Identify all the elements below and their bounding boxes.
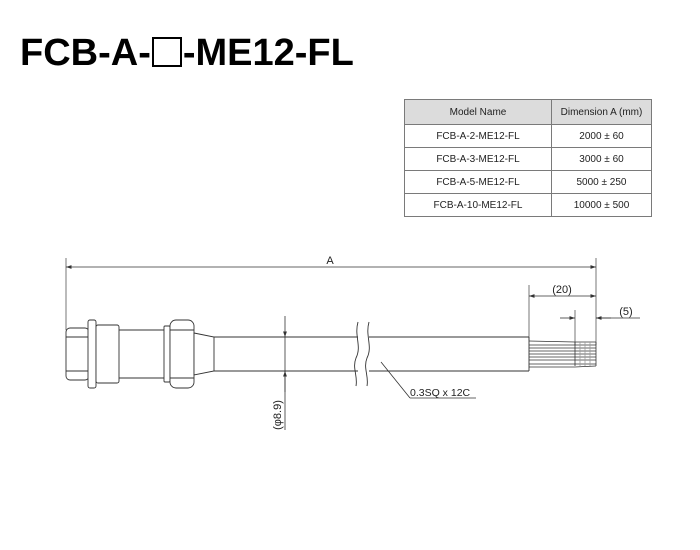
table-row: FCB-A-3-ME12-FL 3000 ± 60: [404, 147, 652, 171]
title-prefix: FCB-A-: [20, 32, 151, 74]
cable-spec-label: 0.3SQ x 12C: [410, 387, 471, 399]
cable-spec-callout: 0.3SQ x 12C: [380, 361, 476, 399]
diameter-dimension: (φ8.9): [272, 316, 287, 430]
cell-dimension: 2000 ± 60: [551, 124, 652, 148]
title-placeholder-box: [151, 37, 182, 67]
cell-dimension: 3000 ± 60: [551, 147, 652, 171]
header-dimension-a: Dimension A (mm): [551, 99, 652, 125]
table-row: FCB-A-2-ME12-FL 2000 ± 60: [404, 124, 652, 148]
dimension-5: (5): [560, 306, 640, 345]
page-title: FCB-A- -ME12-FL: [20, 28, 354, 78]
cell-model: FCB-A-10-ME12-FL: [404, 193, 552, 217]
cell-model: FCB-A-3-ME12-FL: [404, 147, 552, 171]
diameter-label: (φ8.9): [272, 400, 284, 430]
stripped-wires: [528, 340, 597, 368]
table-row: FCB-A-10-ME12-FL 10000 ± 500: [404, 193, 652, 217]
model-dimension-table: Model Name Dimension A (mm) FCB-A-2-ME12…: [404, 99, 652, 217]
cable-sheath: [214, 336, 530, 372]
cable-break-symbol: [354, 321, 370, 387]
dimension-a: A: [65, 255, 597, 345]
cell-model: FCB-A-2-ME12-FL: [404, 124, 552, 148]
dimension-20: (20): [528, 284, 596, 340]
dimension-20-label: (20): [552, 284, 572, 296]
connector-body: [65, 319, 215, 389]
title-suffix: -ME12-FL: [182, 32, 354, 74]
cell-model: FCB-A-5-ME12-FL: [404, 170, 552, 194]
dimension-5-label: (5): [619, 306, 632, 318]
cell-dimension: 10000 ± 500: [551, 193, 652, 217]
dimension-a-label: A: [326, 255, 334, 267]
